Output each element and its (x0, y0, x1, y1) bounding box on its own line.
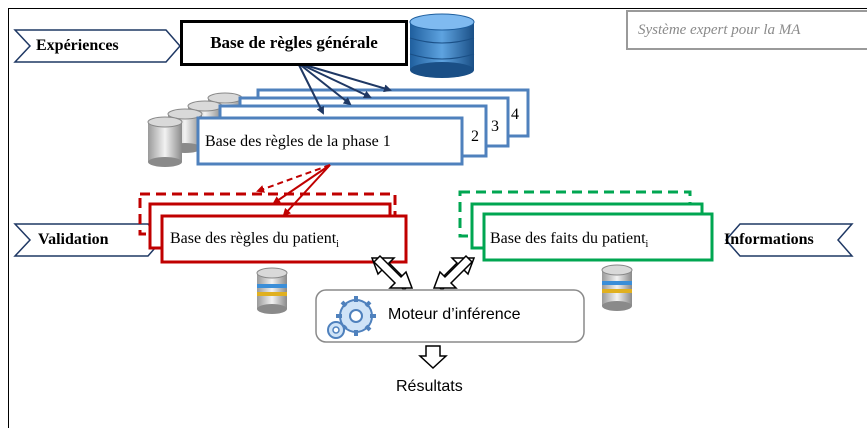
patient-rules-box-front (160, 214, 408, 264)
phase-base-label: Base des règles de la phase 1 (205, 133, 391, 150)
patient-facts-text: Base des faits du patient (490, 230, 646, 247)
engine-label: Moteur d’inférence (388, 306, 521, 323)
patient-facts-subscript: i (645, 239, 649, 251)
general-base-box: Base de règles générale (180, 20, 408, 66)
diagram-graphics (13, 13, 854, 370)
patient-facts-box-front (482, 212, 714, 262)
diagram-frame (8, 8, 867, 428)
experiences-label: Expériences (36, 37, 119, 54)
database-icon-general (409, 13, 475, 78)
patient-rules-text: Base des règles du patient (170, 230, 337, 247)
informations-chevron (725, 223, 854, 257)
phase-number-3: 3 (491, 118, 499, 135)
database-icon-left (256, 267, 288, 314)
validation-chevron (13, 223, 163, 257)
phase-box-1 (196, 116, 464, 166)
phase-number-2: 2 (471, 128, 479, 145)
results-label: Résultats (396, 378, 463, 395)
informations-label: Informations (724, 231, 814, 248)
general-base-label: Base de règles générale (210, 33, 378, 52)
patient-rules-label: Base des règles du patienti (170, 230, 339, 250)
diagram-title: Système expert pour la MA (626, 10, 867, 50)
phase-to-patient-arrows (256, 164, 331, 217)
database-icon-right (601, 264, 633, 311)
general-to-phase-arrows (297, 62, 392, 115)
arrow-icon-left-down (372, 254, 414, 289)
validation-label: Validation (38, 231, 109, 248)
patient-facts-label: Base des faits du patienti (490, 230, 648, 250)
arrow-icon-right-down (432, 254, 474, 289)
experiences-chevron (13, 29, 181, 63)
arrow-icon-down (418, 345, 448, 370)
phase-number-4: 4 (511, 106, 519, 123)
gears-icon (327, 296, 376, 339)
engine-box (315, 289, 585, 343)
patient-rules-subscript: i (336, 239, 339, 251)
engine-arrows (370, 254, 476, 292)
